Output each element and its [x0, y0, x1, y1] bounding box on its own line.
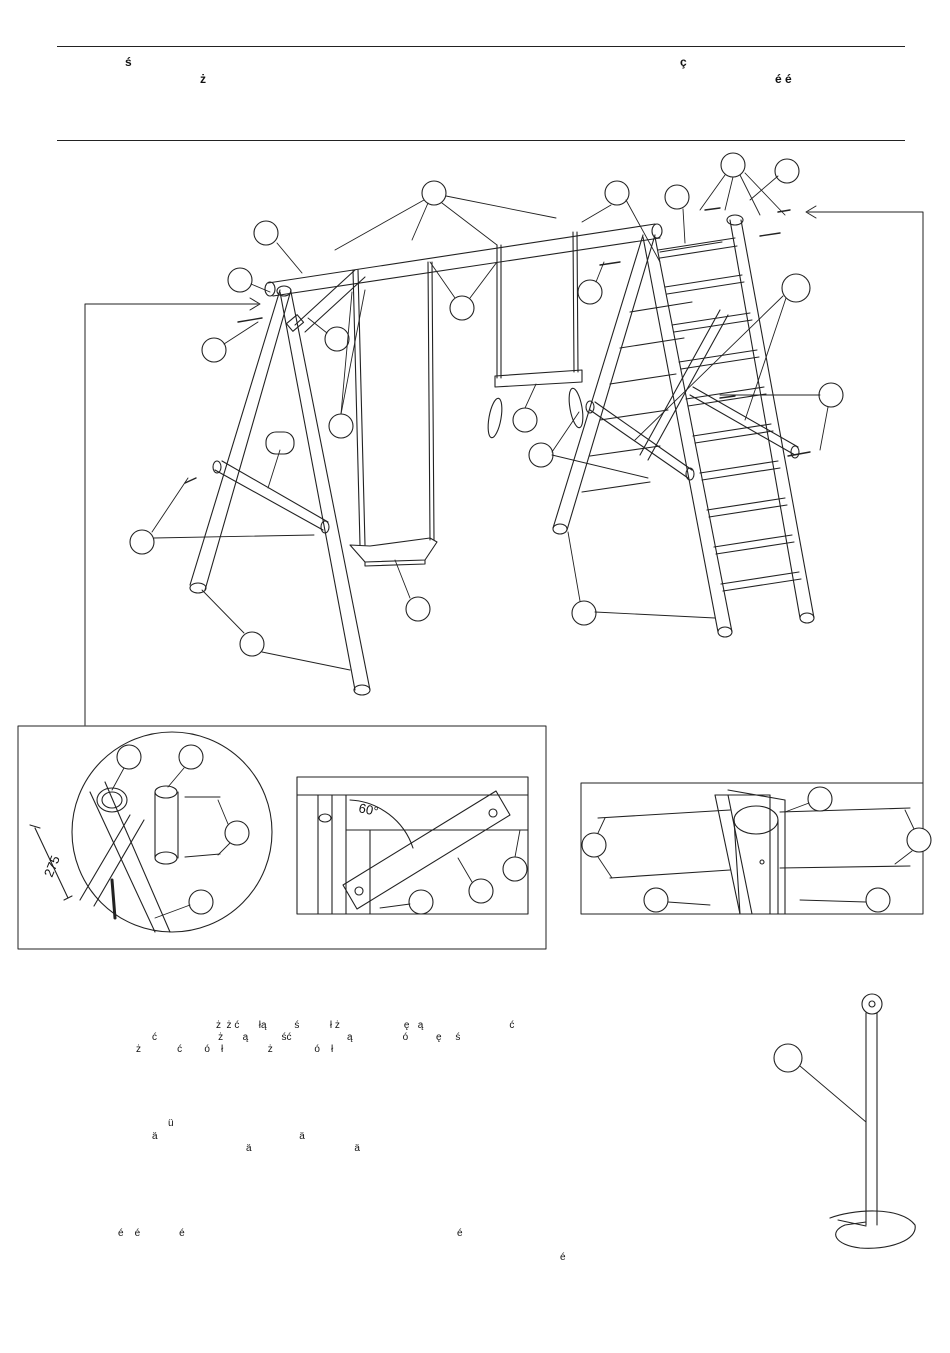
header-glyph-c: ç: [680, 55, 687, 69]
para3-line2: é: [560, 1252, 566, 1263]
anchor-leader: [799, 1065, 867, 1123]
circular-detail: [29, 731, 273, 933]
angle-60: 60°: [357, 800, 379, 819]
header-bottom-rule: [57, 140, 905, 141]
left-a-frame: [189, 269, 371, 696]
para2-line1: ü: [168, 1118, 174, 1129]
ground-anchor: [829, 993, 916, 1249]
trapeze: [487, 231, 584, 439]
header-glyph-ee: é é: [775, 72, 792, 86]
right-ladder-frame: [552, 214, 815, 638]
beam-clamp-detail: [597, 789, 911, 915]
detail-connector-right: [805, 205, 924, 784]
detail-box-left: [17, 725, 547, 950]
header-glyph-z: ż: [200, 72, 206, 86]
angle-detail: [296, 776, 529, 915]
swing-seat: [349, 261, 438, 567]
para1-line2: ć ż ą ść ą ó ę ś: [152, 1032, 461, 1043]
callout-circles: [129, 152, 844, 657]
detail-callouts-right: [581, 786, 932, 913]
para2-line3: ä ä: [246, 1143, 360, 1154]
detail-leaders-right: [597, 802, 915, 906]
para1-line3: ż ć ó ł ż ó ł: [136, 1044, 334, 1055]
detail-connector-left: [84, 297, 261, 726]
para2-line2: ä ä: [152, 1131, 305, 1142]
header-top-rule: [57, 46, 905, 47]
detail-leaders-left: [111, 767, 521, 919]
header-glyph-s: ś: [125, 55, 132, 69]
dimension-275: 275: [41, 853, 63, 879]
leader-lines: [151, 172, 829, 671]
detail-callouts-left: [116, 744, 528, 915]
para1-line1: ż ż ć łą ś ł ż ę ą ć: [216, 1020, 515, 1031]
para3-line1: é é é é: [118, 1228, 463, 1239]
top-beam: [264, 223, 663, 297]
anchor-callout: [773, 1043, 803, 1073]
